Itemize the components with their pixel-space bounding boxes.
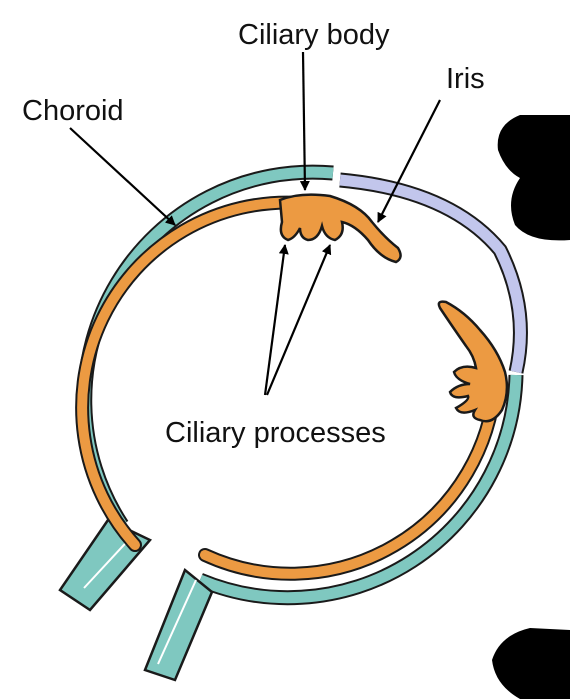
ciliary-processes-arrow-right (265, 244, 332, 396)
choroid-arrow (69, 127, 176, 226)
ciliary-processes-label: Ciliary processes (165, 417, 386, 449)
choroid-layer-lower (198, 378, 502, 581)
cornea-layer (339, 172, 528, 374)
ciliary-body-arrow (299, 51, 310, 191)
choroid-label: Choroid (22, 95, 124, 127)
iris-arrow (377, 99, 441, 223)
edge-blob-bottom (492, 628, 570, 699)
iris-label: Iris (446, 63, 485, 95)
ciliary-body-top (278, 193, 402, 264)
ciliary-processes-arrow-left (263, 244, 289, 396)
optic-nerve-inner (143, 567, 214, 682)
ciliary-body-right (437, 300, 509, 423)
edge-blob-top (497, 115, 570, 241)
ciliary-body-label: Ciliary body (238, 19, 390, 51)
